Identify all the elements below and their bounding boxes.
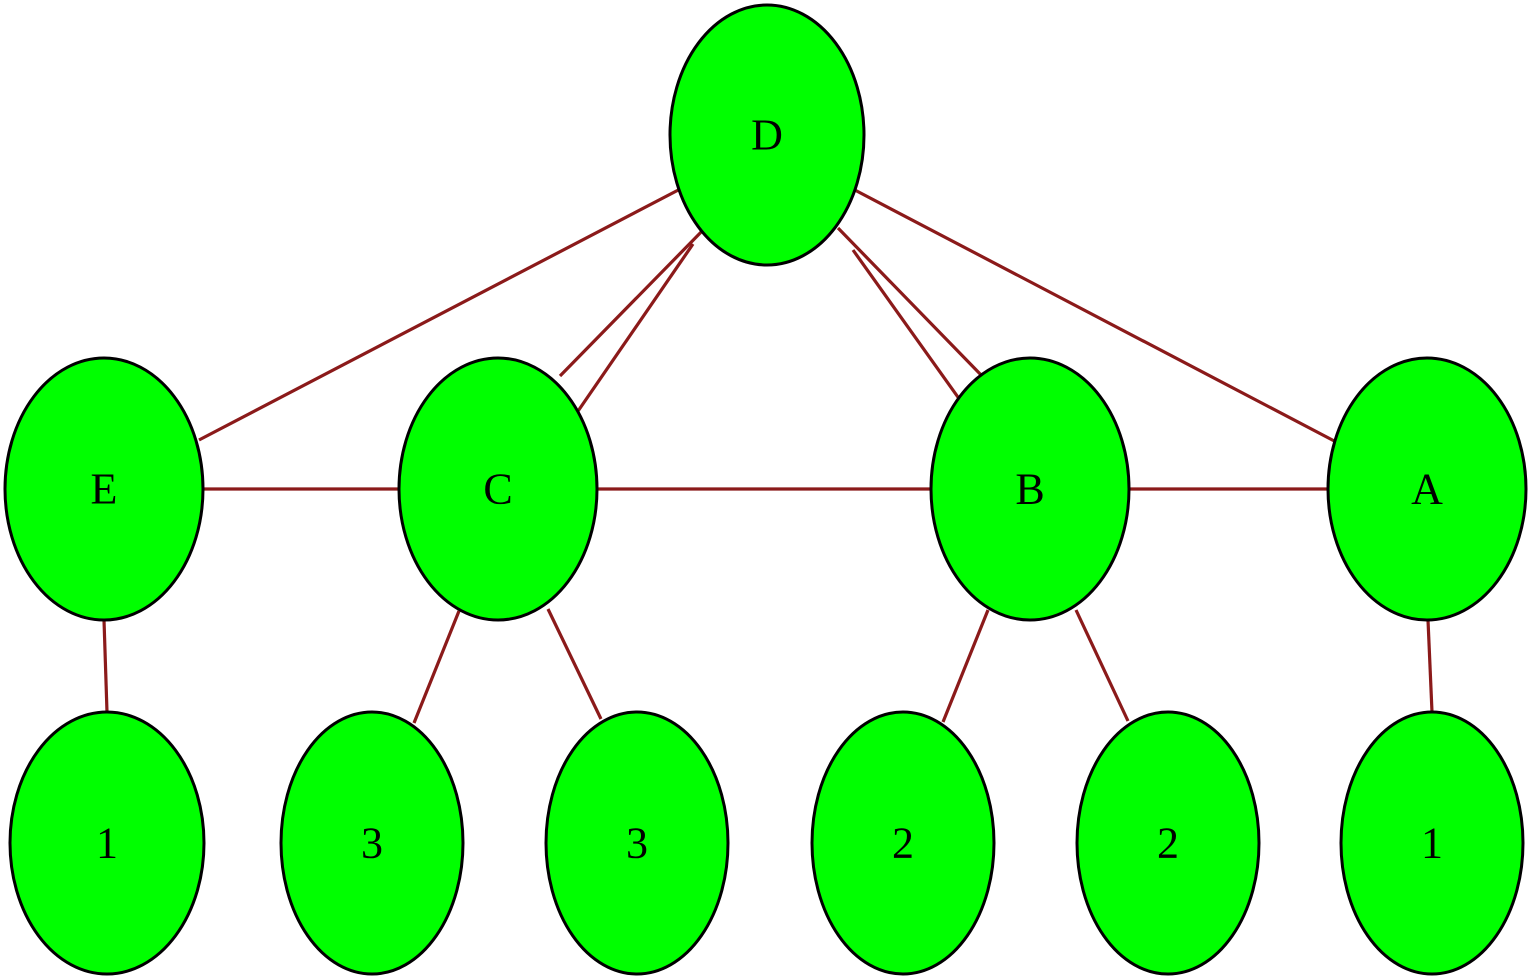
graph-node-n1[interactable]: 1 [8, 710, 206, 976]
node-label-C: C [483, 465, 512, 514]
graph-edge-C-n3b [546, 608, 603, 720]
graph-edge-D-B [851, 249, 967, 408]
node-label-n3a: 3 [361, 819, 383, 868]
node-shape-n2a[interactable] [810, 710, 996, 976]
graph-node-A[interactable]: A [1326, 356, 1528, 622]
graph-edge-D-C [574, 243, 695, 415]
node-label-D: D [751, 111, 783, 160]
graph-edge-A-n1b [1426, 619, 1434, 713]
node-label-n2b: 2 [1157, 819, 1179, 868]
node-shape-n3b[interactable] [544, 710, 730, 976]
graph-node-n3a[interactable]: 3 [279, 710, 465, 976]
node-label-n2a: 2 [892, 819, 914, 868]
node-shape-n1[interactable] [8, 710, 206, 976]
node-shape-n1b[interactable] [1339, 710, 1525, 976]
node-label-n3b: 3 [626, 819, 648, 868]
graph-node-E[interactable]: E [3, 356, 205, 622]
node-shape-A[interactable] [1326, 356, 1528, 622]
node-shape-C[interactable] [397, 356, 599, 622]
node-label-E: E [91, 465, 118, 514]
node-shape-n3a[interactable] [279, 710, 465, 976]
node-shape-B[interactable] [929, 356, 1131, 622]
node-label-A: A [1411, 465, 1443, 514]
graph-node-C[interactable]: C [397, 356, 599, 622]
graph-edge-D-E [198, 184, 687, 442]
graph-node-D[interactable]: D [668, 3, 866, 267]
graph-edge-C-n3a [412, 610, 461, 724]
edges-layer [102, 184, 1434, 724]
graph-edge-B-n2a [941, 609, 990, 723]
graph-edge-D-C [558, 222, 711, 378]
graph-edge-D-B [836, 226, 987, 381]
graph-node-B[interactable]: B [929, 356, 1131, 622]
graph-node-n1b[interactable]: 1 [1339, 710, 1525, 976]
graph-node-n2a[interactable]: 2 [810, 710, 996, 976]
nodes-layer: D E C B A 1 3 3 2 2 1 [3, 3, 1528, 976]
graph-node-n3b[interactable]: 3 [544, 710, 730, 976]
node-label-n1: 1 [96, 819, 118, 868]
graph-edge-E-n1 [102, 619, 109, 713]
graph-node-n2b[interactable]: 2 [1075, 710, 1261, 976]
node-shape-n2b[interactable] [1075, 710, 1261, 976]
node-label-B: B [1015, 465, 1044, 514]
node-shape-D[interactable] [668, 3, 866, 267]
graph-edge-D-A [850, 186, 1341, 446]
node-shape-E[interactable] [3, 356, 205, 622]
graph-edge-B-n2b [1074, 609, 1130, 722]
node-label-n1b: 1 [1421, 819, 1443, 868]
